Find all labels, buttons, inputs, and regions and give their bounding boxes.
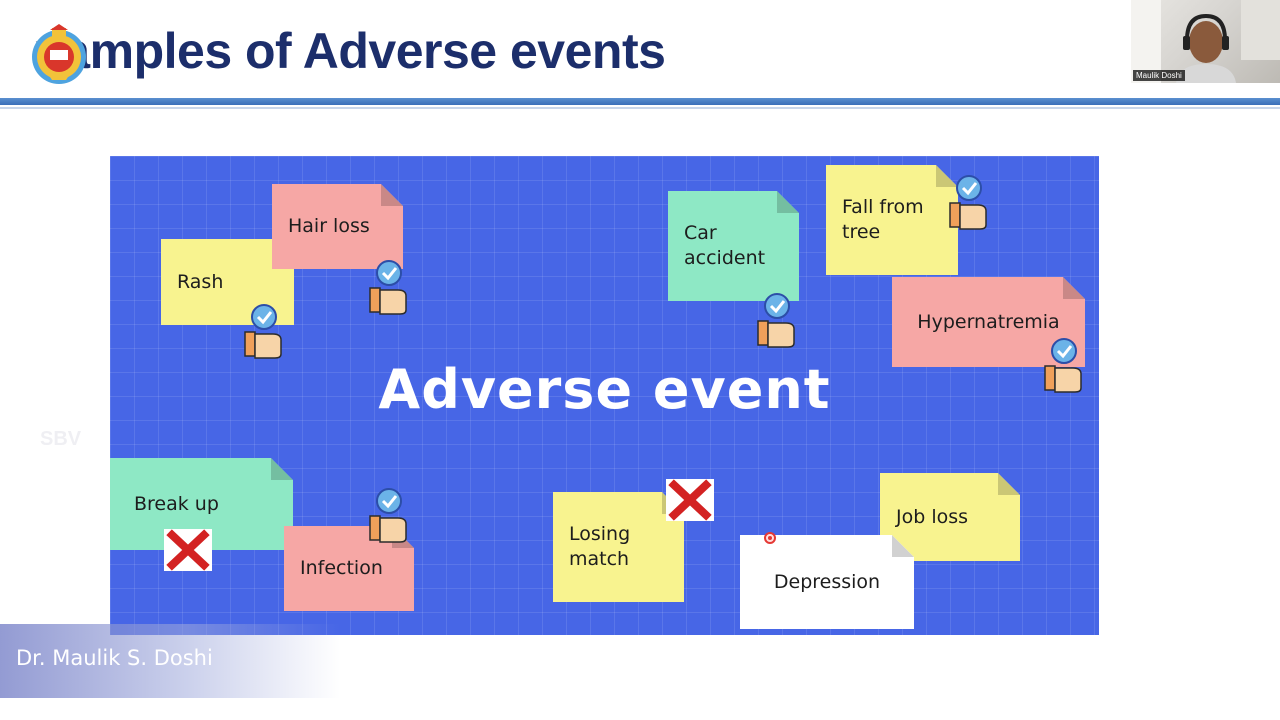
thumbs-up-check-icon [949, 175, 987, 230]
center-heading: Adverse event [378, 358, 831, 421]
note-label: Break up [134, 492, 219, 515]
note-label: Fall from tree [842, 196, 924, 243]
presenter-banner [0, 624, 340, 698]
note-label: Losing match [569, 523, 631, 570]
header-divider [0, 98, 1280, 105]
thumbs-up-check-icon [757, 293, 795, 348]
webcam-name-label: Maulik Doshi [1133, 70, 1185, 81]
institution-logo [32, 24, 86, 84]
thumbs-up-check-icon [1044, 338, 1082, 393]
red-cross-icon [164, 529, 212, 571]
note-label: Car accident [684, 222, 766, 269]
thumbs-up-check-icon [369, 488, 407, 543]
thumbs-up-check-icon [244, 304, 282, 359]
header-divider-thin [0, 107, 1280, 109]
note-hair-loss: Hair loss [272, 184, 403, 269]
note-label: Rash [177, 270, 224, 293]
note-label: Infection [300, 557, 383, 580]
note-depression: Depression [740, 535, 914, 629]
note-label: Hair loss [288, 215, 370, 238]
note-car-accident: Car accident [668, 191, 799, 301]
note-label: Hypernatremia [917, 310, 1060, 333]
red-cross-icon [666, 479, 714, 521]
webcam-video [1131, 0, 1280, 83]
presenter-video-icon [1131, 0, 1280, 83]
note-label: Job loss [896, 505, 969, 528]
thumbs-up-check-icon [369, 260, 407, 315]
note-label: Depression [773, 570, 881, 593]
slide-title: xamples of Adverse events [35, 23, 666, 79]
note-fall-from-tree: Fall from tree [826, 165, 958, 275]
laser-pointer-icon [764, 532, 776, 544]
adverse-event-board: Rash Hair loss Car accident Fall from tr… [110, 156, 1099, 635]
presenter-name: Dr. Maulik S. Doshi [16, 646, 213, 670]
watermark-text: SBV [40, 428, 82, 450]
note-losing-match: Losing match [553, 492, 684, 602]
